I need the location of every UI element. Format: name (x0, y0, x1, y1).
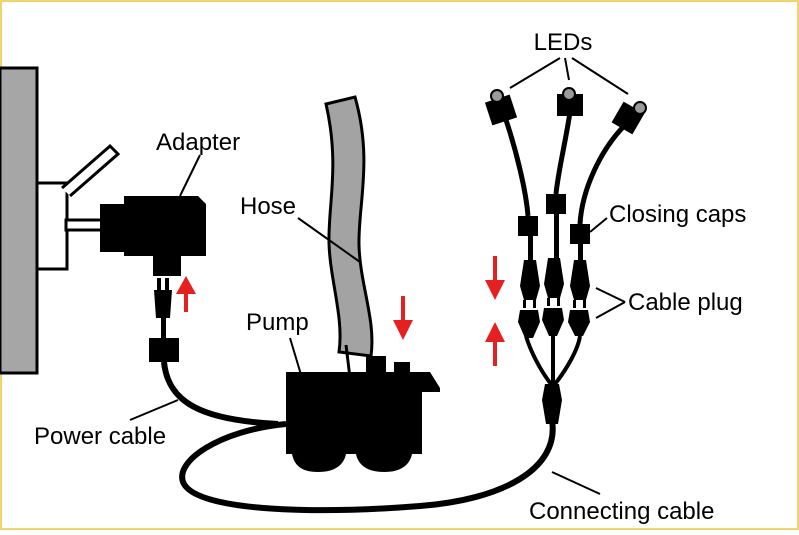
led-cables (503, 111, 628, 225)
arrow-head-icon (176, 276, 196, 294)
leader-lines (129, 57, 629, 495)
closing-caps (518, 194, 590, 260)
led-right (611, 101, 647, 135)
label-leds: LEDs (534, 29, 593, 56)
pump (286, 344, 440, 472)
wall-socket (35, 143, 121, 271)
label-closing-caps: Closing caps (609, 201, 746, 228)
label-hose: Hose (240, 193, 296, 220)
label-connecting-cable: Connecting cable (529, 498, 714, 525)
upper-plugs (520, 258, 590, 308)
arrow-head-icon-3 (485, 322, 505, 342)
adapter (64, 196, 206, 276)
label-power-cable: Power cable (34, 423, 166, 450)
arrow-head-icon-4 (485, 280, 505, 300)
led-middle (557, 87, 583, 116)
led-left (484, 89, 518, 126)
arrow-head-icon-2 (393, 320, 413, 340)
connecting-cable (179, 419, 556, 514)
label-pump: Pump (246, 309, 309, 336)
wall (0, 66, 39, 375)
power-cable (149, 278, 279, 427)
lower-plugs (518, 308, 590, 338)
junction-plug (524, 335, 582, 424)
label-adapter: Adapter (156, 129, 240, 156)
label-cable-plug: Cable plug (628, 289, 743, 316)
hose (324, 95, 374, 358)
